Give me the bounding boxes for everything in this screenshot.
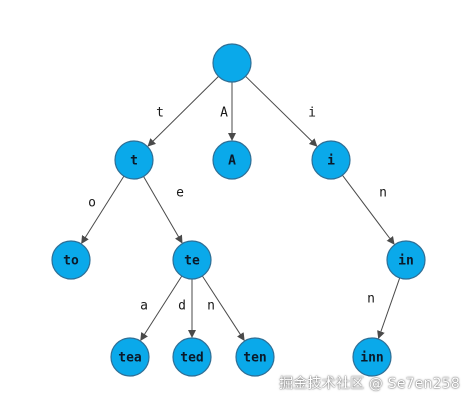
node-te: te [172, 240, 212, 280]
edge-t-te [143, 176, 183, 244]
node-label-ten: ten [243, 351, 266, 366]
node-i: i [311, 140, 351, 180]
node-to: to [51, 240, 91, 280]
edge-label-te-ten: n [207, 299, 215, 314]
node-t: t [114, 140, 154, 180]
node-tea: tea [110, 337, 150, 377]
watermark: 掘金技术社区 @ Se7en258 [279, 376, 460, 392]
node-ten: ten [235, 337, 275, 377]
node-label-A: A [228, 154, 236, 169]
node-circle-inn [352, 337, 392, 377]
edge-in-inn [377, 277, 401, 340]
node-circle-tea [110, 337, 150, 377]
node-root [212, 43, 252, 83]
node-A: A [212, 140, 252, 180]
edge-label-te-ted: d [178, 299, 186, 314]
node-label-tea: tea [118, 351, 142, 366]
edge-label-root-A: A [220, 106, 228, 121]
node-label-i: i [327, 154, 335, 169]
node-circle-in [386, 240, 426, 280]
edge-label-in-inn: n [367, 292, 375, 307]
edge-root-t [147, 76, 219, 147]
node-inn: inn [352, 337, 392, 377]
node-in: in [386, 240, 426, 280]
node-ted: ted [172, 337, 212, 377]
node-label-in: in [398, 254, 414, 269]
edge-i-in [341, 174, 395, 245]
edge-label-root-t: t [156, 106, 164, 121]
edge-te-tea [140, 275, 183, 341]
edge-label-t-te: e [176, 186, 184, 201]
node-label-te: te [184, 254, 200, 269]
edge-label-t-to: o [88, 196, 96, 211]
node-circle-A [212, 140, 252, 180]
edge-te-ten [201, 275, 245, 342]
edge-label-i-in: n [379, 186, 387, 201]
edge-label-root-i: i [308, 106, 316, 121]
node-circle-to [51, 240, 91, 280]
edge-t-to [81, 175, 125, 244]
edge-root-i [245, 75, 318, 147]
node-circle-root [212, 43, 252, 83]
node-circle-ted [172, 337, 212, 377]
node-circle-i [311, 140, 351, 180]
node-label-t: t [130, 154, 138, 169]
edge-label-te-tea: a [140, 299, 148, 314]
node-circle-t [114, 140, 154, 180]
node-circle-ten [235, 337, 275, 377]
node-label-to: to [63, 254, 79, 269]
node-label-inn: inn [360, 351, 383, 366]
node-label-ted: ted [180, 351, 203, 366]
node-circle-te [172, 240, 212, 280]
